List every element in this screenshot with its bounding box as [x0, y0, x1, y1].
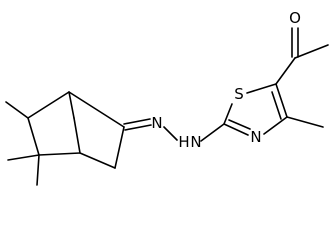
- bond-s-c5: [246, 83, 277, 94]
- hydrazone-linker: [123, 118, 225, 142]
- bond-c5-c4-inner: [271, 91, 282, 120]
- bond-n3-c2-a: [223, 123, 249, 136]
- bond-c4-c3: [79, 152, 116, 169]
- atom-label-nitrogen-imine: N: [151, 114, 162, 132]
- bond-carbonyl-methyl: [294, 44, 329, 59]
- bond-c4-n3: [263, 116, 288, 135]
- atom-label-nitrogen-ring: N: [250, 128, 261, 146]
- bond-c4-methyl: [286, 116, 324, 128]
- bicyclic-fragment: [5, 91, 125, 186]
- atom-label-sulfur: S: [234, 85, 244, 103]
- atom-label-hydrogen-amine: H: [178, 133, 189, 151]
- bond-n3-c2-b: [228, 119, 251, 130]
- bond-c5-carbonyl: [275, 57, 296, 85]
- thiazole-fragment: [223, 27, 329, 136]
- bond-c1-c6: [27, 91, 70, 119]
- bond-c1-c2: [68, 91, 125, 128]
- bond-c2-s: [223, 103, 233, 125]
- bond-c2-n-double-b: [124, 124, 152, 131]
- bond-c2-n-double-a: [123, 118, 151, 125]
- bond-c5-c4: [275, 83, 288, 118]
- bond-c6-methyl: [5, 101, 29, 119]
- bond-n-n: [163, 126, 178, 141]
- bond-c5-methyl-b: [36, 154, 40, 186]
- bond-nh-thiazole: [200, 123, 225, 142]
- atom-label-nitrogen-amine: N: [190, 133, 201, 151]
- atom-labels: N N H S N O: [151, 9, 301, 151]
- bond-bridge-c4: [73, 117, 81, 154]
- bond-c5-methyl-a: [7, 154, 40, 161]
- atom-label-oxygen: O: [289, 9, 301, 27]
- bond-c5-c4: [38, 152, 81, 156]
- bond-c6-c5: [27, 117, 40, 156]
- bond-c3-c2: [114, 126, 125, 169]
- chemical-structure-diagram: N N H S N O: [5, 9, 329, 186]
- bond-c1-bridge: [68, 91, 75, 119]
